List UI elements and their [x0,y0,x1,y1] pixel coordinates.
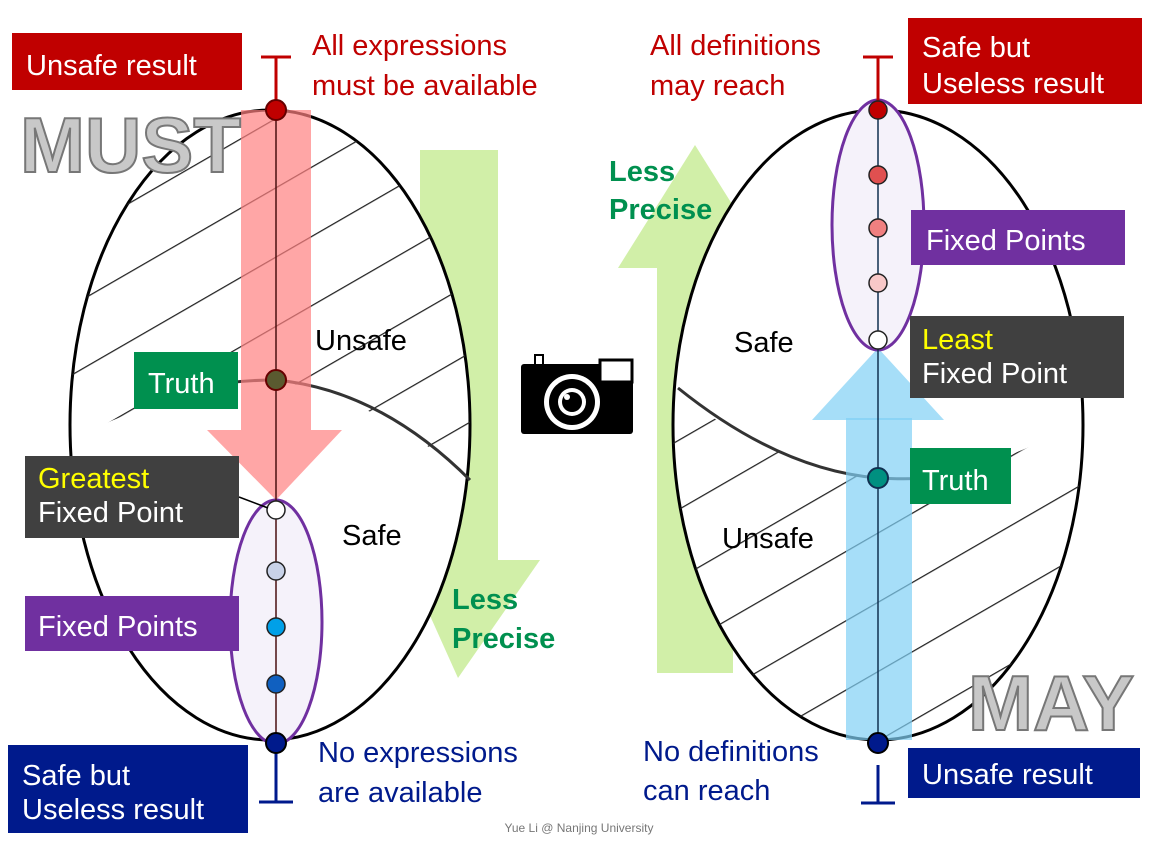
bottom-description: No expressions [318,737,518,769]
fixed-point [868,165,888,185]
iteration-arrow-head [207,430,342,500]
unsafe-result-badge [12,33,242,90]
svg-text:Fixed Point: Fixed Point [922,358,1067,390]
svg-text:Fixed Points: Fixed Points [926,225,1086,257]
svg-text:Least: Least [922,324,993,356]
may-watermark: MAY [968,659,1134,747]
truth-point [265,369,287,391]
fixed-point [266,561,286,581]
less-precise-label: Less [609,156,675,188]
unsafe-region-label: Unsafe [722,523,814,555]
top-point [265,99,287,121]
less-precise-label: Less [452,584,518,616]
safe-useless-badge [8,745,248,833]
truth-point [867,467,889,489]
greatest-fixed-point-badge [25,456,239,538]
camera-icon [521,354,634,434]
truth-badge [910,448,1011,504]
svg-text:Unsafe result: Unsafe result [26,50,197,82]
may-diagram: MAY All definitions may reach Safe but U… [609,18,1142,807]
least-fixed-point-badge [910,316,1124,398]
top-description: All definitions [650,30,821,62]
svg-text:can reach: can reach [643,775,770,807]
svg-text:Safe but: Safe but [22,760,130,792]
fixed-point [868,273,888,293]
greatest-fixed-point [266,500,286,520]
svg-text:Greatest: Greatest [38,463,149,495]
safe-useless-badge [908,18,1142,104]
unsafe-region-label: Unsafe [315,325,407,357]
svg-text:are available: are available [318,777,482,809]
fixed-point [266,617,286,637]
svg-text:Truth: Truth [922,465,989,497]
fixed-point [868,218,888,238]
safe-region-label: Safe [734,327,794,359]
bottom-description: No definitions [643,736,819,768]
fixed-points-badge [911,210,1125,265]
svg-text:Fixed Points: Fixed Points [38,611,198,643]
svg-text:may reach: may reach [650,70,785,102]
bottom-point [867,732,889,754]
top-description: All expressions [312,30,507,62]
least-fixed-point [868,330,888,350]
iteration-arrow-shaft [846,418,912,740]
svg-text:Precise: Precise [609,194,712,226]
svg-text:Useless result: Useless result [922,68,1104,100]
svg-text:Useless result: Useless result [22,794,204,826]
must-watermark: MUST [20,101,241,189]
safe-region-label: Safe [342,520,402,552]
svg-text:Precise: Precise [452,623,555,655]
svg-text:Truth: Truth [148,368,215,400]
fixed-points-badge [25,596,239,651]
top-point [868,100,888,120]
unsafe-result-badge [908,748,1140,798]
svg-text:Safe but: Safe but [922,32,1030,64]
svg-text:must be available: must be available [312,70,538,102]
footer: Yue Li @ Nanjing University [505,821,654,835]
svg-text:Unsafe result: Unsafe result [922,759,1093,791]
fixed-point [266,674,286,694]
truth-badge [134,352,238,409]
svg-text:Fixed Point: Fixed Point [38,497,183,529]
must-diagram: MUST Unsafe result All expressions must … [8,30,555,833]
bottom-point [265,732,287,754]
